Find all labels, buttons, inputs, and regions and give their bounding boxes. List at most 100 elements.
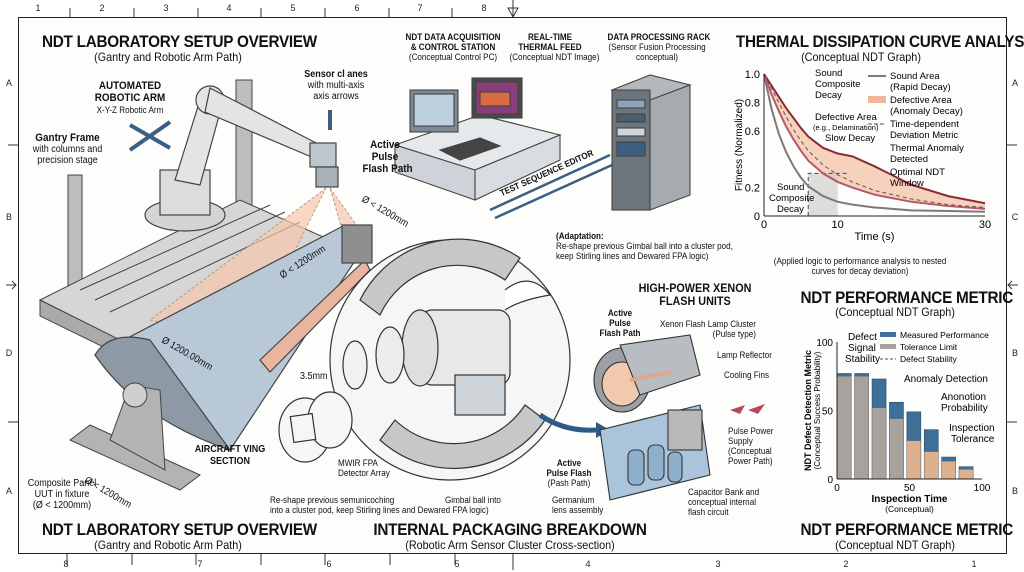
thermal-feed-label: REAL-TIME THERMAL FEED (Conceptual NDT I… bbox=[510, 32, 600, 62]
label-line: with columns and bbox=[32, 144, 103, 155]
lamp-cluster-label: Xenon Flash Lamp Cluster (Pulse type) bbox=[660, 319, 756, 339]
label-line: (Sensor Fusion Processing bbox=[608, 42, 706, 52]
annotation-text: Decay bbox=[815, 90, 842, 101]
ruler-letter: C bbox=[1011, 212, 1019, 222]
x-axis-label: Inspection Time bbox=[872, 494, 948, 505]
ruler-number: 2 bbox=[843, 559, 849, 569]
legend-label: Defective Area bbox=[890, 95, 952, 106]
legend-label: (Anomaly Decay) bbox=[890, 106, 963, 117]
label-line: (Adaptation: bbox=[556, 231, 604, 241]
label-line: Supply bbox=[728, 436, 753, 446]
ruler-number: 4 bbox=[226, 3, 232, 13]
label-line: UUT in fixture bbox=[34, 489, 90, 500]
y-axis-sublabel: (Conceptual Success Probability) bbox=[813, 351, 822, 469]
mwir-label: MWIR FPA Detector Array bbox=[338, 458, 390, 478]
y-tick-label: 0.2 bbox=[745, 183, 760, 195]
processing-rack bbox=[610, 74, 692, 211]
label-line: keep Stirling lines and Dewared FPA logi… bbox=[556, 251, 709, 261]
label-line: THERMAL FEED bbox=[518, 42, 582, 52]
label-line: precision stage bbox=[37, 155, 98, 166]
editor-arrows bbox=[489, 153, 613, 220]
active-pulse-flash-label: Active Pulse Flash (Pash Path) bbox=[541, 458, 597, 488]
label-line: Xenon Flash Lamp Cluster bbox=[660, 319, 756, 329]
wing-label: AIRCRAFT VING SECTION bbox=[194, 444, 266, 468]
performance-footer-subtitle: (Conceptual NDT Graph) bbox=[835, 538, 955, 552]
label-line: X-Y-Z Robotic Arm bbox=[96, 105, 164, 115]
x-axis-label: Time (s) bbox=[855, 231, 895, 243]
label-line: AUTOMATED bbox=[98, 80, 162, 92]
legend-label: Sound Area bbox=[890, 71, 940, 82]
ruler-letter: B bbox=[1011, 348, 1018, 358]
label-line: Pulse bbox=[371, 151, 399, 163]
legend-label: Time-dependent bbox=[890, 119, 959, 130]
label-line: Pulse bbox=[609, 318, 631, 328]
annotation-text: (e.g., Delamination) bbox=[813, 123, 879, 132]
mwir-detector bbox=[278, 391, 353, 463]
label-line: DATA PROCESSING RACK bbox=[607, 32, 711, 42]
label-line: conceptual internal bbox=[688, 497, 757, 507]
label-line: into a cluster pod, keep Stirling lines … bbox=[270, 505, 489, 515]
label-line: with multi-axis bbox=[307, 80, 365, 91]
label-line: Flash Path bbox=[362, 163, 413, 175]
annotation-text: Tolerance bbox=[951, 434, 995, 445]
y-axis-label: NDT Defect Detection Metric bbox=[803, 350, 813, 471]
annotation-text: Signal bbox=[848, 343, 876, 354]
annotation-text: Defect bbox=[848, 332, 877, 343]
label-line: Capacitor Bank and bbox=[688, 487, 760, 497]
legend-label: Optimal NDT bbox=[890, 167, 945, 178]
label-line: (Ø < 1200mm) bbox=[32, 500, 92, 511]
y-tick-label: 50 bbox=[822, 407, 834, 418]
flash-path-arrow bbox=[538, 412, 597, 433]
legend-label: Tolerance Limit bbox=[900, 342, 958, 352]
reshape-note: Re-shape previous semunicoching into a c… bbox=[270, 495, 489, 515]
y-tick-label: 0.8 bbox=[745, 97, 760, 109]
label-line: Active bbox=[607, 308, 633, 318]
xenon-flash-unit bbox=[593, 334, 701, 413]
legend-label: Deviation Metric bbox=[890, 130, 958, 141]
tolerance-bar bbox=[906, 440, 922, 480]
xenon-pulse-label: Active Pulse Flash Path bbox=[598, 308, 643, 338]
lab-setup-footer-title: NDT LABORATORY SETUP OVERVIEW bbox=[42, 520, 317, 539]
annotation-text: Slow Decay bbox=[825, 133, 875, 144]
ruler-letter: A bbox=[5, 78, 12, 88]
ruler-ticks bbox=[8, 0, 1017, 570]
thermal-chart-subtitle: (Conceptual NDT Graph) bbox=[801, 50, 921, 64]
label-line: curves for decay deviation) bbox=[811, 266, 909, 276]
thermal-chart-caption: (Applied logic to performance analysis t… bbox=[743, 256, 977, 276]
tolerance-bar bbox=[871, 407, 887, 480]
label-line: (Applied logic to performance analysis t… bbox=[773, 256, 947, 266]
defective-area-band bbox=[764, 74, 985, 209]
ruler-number: 7 bbox=[197, 559, 203, 569]
label-line: NDT DATA ACQUISITION bbox=[405, 32, 501, 42]
label-line: Active bbox=[370, 139, 400, 151]
label-line: (Pash Path) bbox=[547, 478, 591, 488]
control-desk bbox=[393, 77, 562, 201]
germanium-label: Germanium lens assembly bbox=[552, 495, 603, 515]
legend-swatch bbox=[868, 96, 886, 103]
lamp-reflector-label: Lamp Reflector bbox=[717, 350, 772, 360]
label-line: HIGH-POWER XENON bbox=[638, 281, 752, 295]
ruler-letter: A bbox=[5, 486, 12, 496]
legend-swatch bbox=[880, 332, 896, 337]
cooling-fins-label: Cooling Fins bbox=[724, 370, 770, 380]
gimbal-label: Gimbal ball into bbox=[445, 495, 501, 505]
optimal-ndt-window bbox=[808, 173, 838, 216]
ruler-number: 6 bbox=[326, 559, 332, 569]
x-tick-label: 10 bbox=[832, 219, 844, 231]
label-line: (Pulse type) bbox=[712, 329, 756, 339]
panel-fixture bbox=[69, 382, 201, 491]
pulse-power-supply-label: Pulse Power Supply (Conceptual Power Pat… bbox=[728, 426, 773, 466]
label-line: & CONTROL STATION bbox=[410, 42, 496, 52]
robot-arm-label: AUTOMATED ROBOTIC ARM X-Y-Z Robotic Arm bbox=[81, 80, 180, 116]
capacitor-bank bbox=[599, 404, 711, 501]
label-line: Re-shape previous Gimbal ball into a clu… bbox=[556, 241, 733, 251]
annotation-text: Composite bbox=[815, 79, 860, 90]
y-tick-label: 0.6 bbox=[745, 126, 760, 138]
ruler-number: 6 bbox=[354, 3, 360, 13]
x-tick-label: 0 bbox=[834, 483, 840, 494]
annotation-text: Stability bbox=[845, 354, 880, 365]
label-line: Pulse Flash bbox=[546, 468, 592, 478]
label-line: MWIR FPA bbox=[338, 458, 378, 468]
ruler-number: 8 bbox=[481, 3, 487, 13]
